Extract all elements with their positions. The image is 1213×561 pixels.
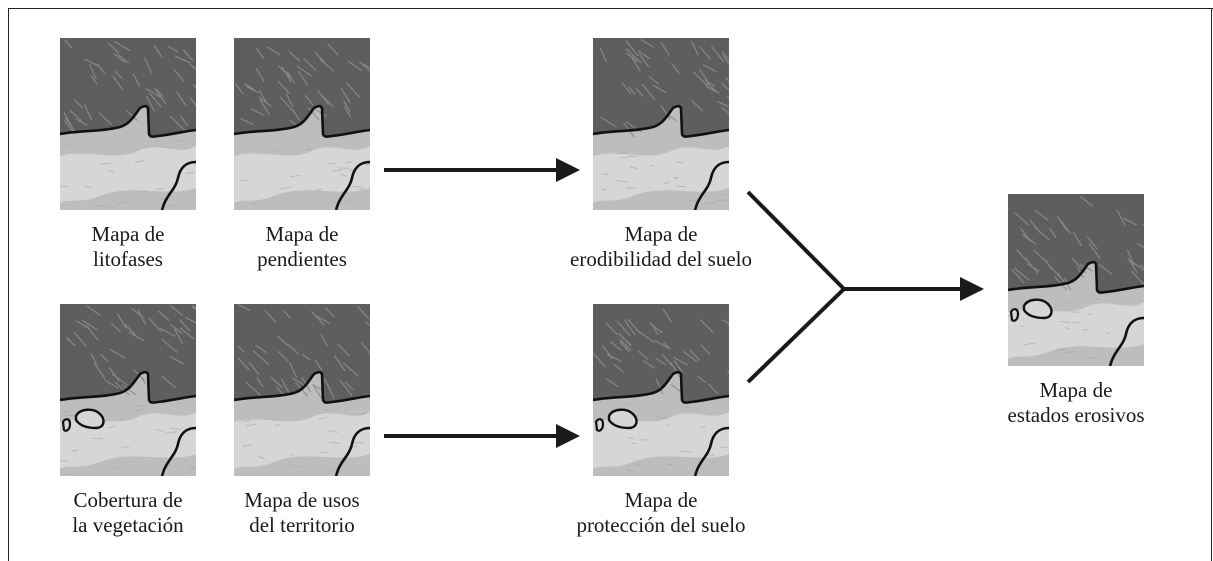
zone-boundary-line xyxy=(234,370,370,404)
caption-line: Cobertura de xyxy=(73,488,183,512)
vegetation-patch xyxy=(61,418,72,432)
mountain-area xyxy=(593,38,729,137)
caption-line: del territorio xyxy=(249,513,355,537)
relief-texture xyxy=(593,308,729,395)
valley-band xyxy=(234,146,370,203)
lowland-texture xyxy=(240,145,370,205)
vegetation-patch xyxy=(1022,298,1053,320)
vegetation-patch xyxy=(594,418,605,432)
map-usos-territorio-image xyxy=(234,304,370,476)
merge-arrow-to-estados-erosivos xyxy=(746,190,984,384)
vegetation-patch xyxy=(74,408,105,430)
vegetation-patch xyxy=(607,408,638,430)
caption-pendientes: Mapa de pendientes xyxy=(214,222,390,272)
caption-litofases: Mapa de litofases xyxy=(40,222,216,272)
valley-band xyxy=(593,146,729,203)
map-cobertura-vegetacion-image xyxy=(60,304,196,476)
zone-boundary-line xyxy=(60,370,196,404)
map-estados-erosivos-image xyxy=(1008,194,1144,366)
caption-line: litofases xyxy=(93,247,163,271)
mountain-area xyxy=(234,304,370,403)
caption-estados-erosivos: Mapa de estados erosivos xyxy=(976,378,1176,428)
map-litofases-image xyxy=(60,38,196,210)
map-erodibilidad-suelo-image xyxy=(593,38,729,210)
caption-line: Mapa de xyxy=(624,488,698,512)
frame-right-border xyxy=(1211,8,1212,561)
relief-texture xyxy=(599,38,729,138)
zone-boundary-line xyxy=(1008,260,1144,294)
lowland-texture xyxy=(601,151,729,205)
caption-line: la vegetación xyxy=(72,513,184,537)
vegetation-patch xyxy=(1009,308,1020,322)
lowland-texture xyxy=(61,140,196,208)
relief-texture xyxy=(63,39,196,135)
relief-texture xyxy=(237,304,370,400)
caption-line: estados erosivos xyxy=(1007,403,1145,427)
caption-line: Mapa de xyxy=(624,222,698,246)
zone-boundary-line xyxy=(334,160,370,210)
arrow-top-to-erodibilidad xyxy=(384,158,580,182)
caption-erodibilidad-suelo: Mapa de erodibilidad del suelo xyxy=(541,222,781,272)
map-proteccion-suelo-image xyxy=(593,304,729,476)
zone-boundary-line xyxy=(593,370,729,404)
mountain-area xyxy=(593,304,729,403)
zone-boundary-line xyxy=(334,426,370,476)
zone-boundary-line xyxy=(160,160,196,210)
caption-cobertura-vegetacion: Cobertura de la vegetación xyxy=(28,488,228,538)
arrow-bottom-to-proteccion xyxy=(384,424,580,448)
valley-band xyxy=(234,412,370,469)
caption-line: Mapa de xyxy=(265,222,339,246)
frame-left-border xyxy=(8,8,9,561)
zone-boundary-line xyxy=(160,426,196,476)
frame-top-border xyxy=(8,8,1213,9)
zone-boundary-line xyxy=(693,160,729,210)
relief-texture xyxy=(234,43,370,128)
lowland-texture xyxy=(1008,298,1144,360)
zone-boundary-line xyxy=(593,104,729,138)
caption-line: pendientes xyxy=(257,247,347,271)
caption-line: Mapa de xyxy=(91,222,165,246)
caption-line: Mapa de xyxy=(1039,378,1113,402)
mountain-area xyxy=(1008,194,1144,293)
zone-boundary-line xyxy=(1108,316,1144,366)
lowland-texture xyxy=(60,405,196,475)
relief-texture xyxy=(1011,196,1144,291)
relief-texture xyxy=(66,304,196,396)
caption-line: protección del suelo xyxy=(576,513,746,537)
zone-boundary-line xyxy=(60,104,196,138)
caption-usos-territorio: Mapa de usos del territorio xyxy=(202,488,402,538)
map-pendientes-image xyxy=(234,38,370,210)
mountain-area xyxy=(60,38,196,137)
caption-line: Mapa de usos xyxy=(244,488,360,512)
zone-boundary-line xyxy=(234,104,370,138)
caption-proteccion-suelo: Mapa de protección del suelo xyxy=(541,488,781,538)
zone-boundary-line xyxy=(693,426,729,476)
caption-line: erodibilidad del suelo xyxy=(570,247,752,271)
